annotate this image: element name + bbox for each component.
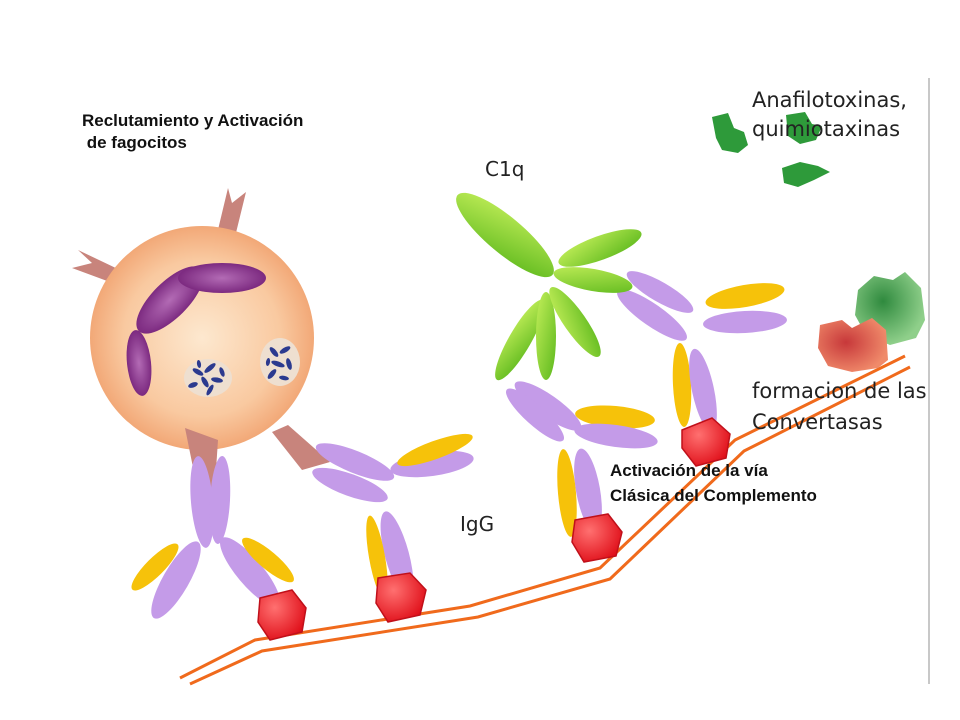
label-anafilotoxinas: Anafilotoxinas, quimiotaxinas [752, 86, 907, 144]
igg-antibody [505, 381, 658, 537]
label-igg: IgG [460, 512, 495, 536]
receptor-left [72, 250, 120, 285]
chromosome [188, 360, 225, 396]
label-convertasas-line1: formacion de las [752, 379, 927, 403]
label-convertasas-line2: Convertasas [752, 410, 883, 434]
igg-antibody [131, 456, 294, 619]
label-via-clasica: Activación de la vía Clásica del Complem… [610, 458, 817, 508]
label-via-clasica-line1: Activación de la vía [610, 461, 768, 480]
label-anafilotoxinas-line2: quimiotaxinas [752, 117, 901, 141]
label-fagocitos: Reclutamiento y Activación de fagocitos [82, 110, 303, 154]
label-fagocitos-line1: Reclutamiento y Activación [82, 111, 304, 130]
slide-edge-line [928, 78, 930, 684]
label-fagocitos-line2: de fagocitos [82, 133, 187, 152]
chromosome [265, 346, 292, 381]
label-convertasas: formacion de las Convertasas [752, 376, 927, 438]
convertase-complex [818, 272, 925, 372]
phagocyte-cell [72, 188, 330, 500]
antigen [681, 417, 731, 467]
antigen [375, 572, 427, 623]
label-anafilotoxinas-line1: Anafilotoxinas, [752, 88, 907, 112]
label-via-clasica-line2: Clásica del Complemento [610, 486, 817, 505]
cell-membrane [179, 354, 911, 686]
c1q-molecule [456, 192, 642, 381]
antigen [257, 589, 307, 641]
igg-antibody [312, 433, 474, 599]
antigen [571, 513, 623, 563]
nucleus-lobe [126, 330, 152, 396]
igg-antibody [617, 271, 787, 432]
nucleus-lobe [178, 263, 266, 293]
receptor-right [272, 425, 330, 470]
anaphylatoxin-fragments [712, 112, 830, 187]
label-c1q: C1q [485, 157, 525, 181]
